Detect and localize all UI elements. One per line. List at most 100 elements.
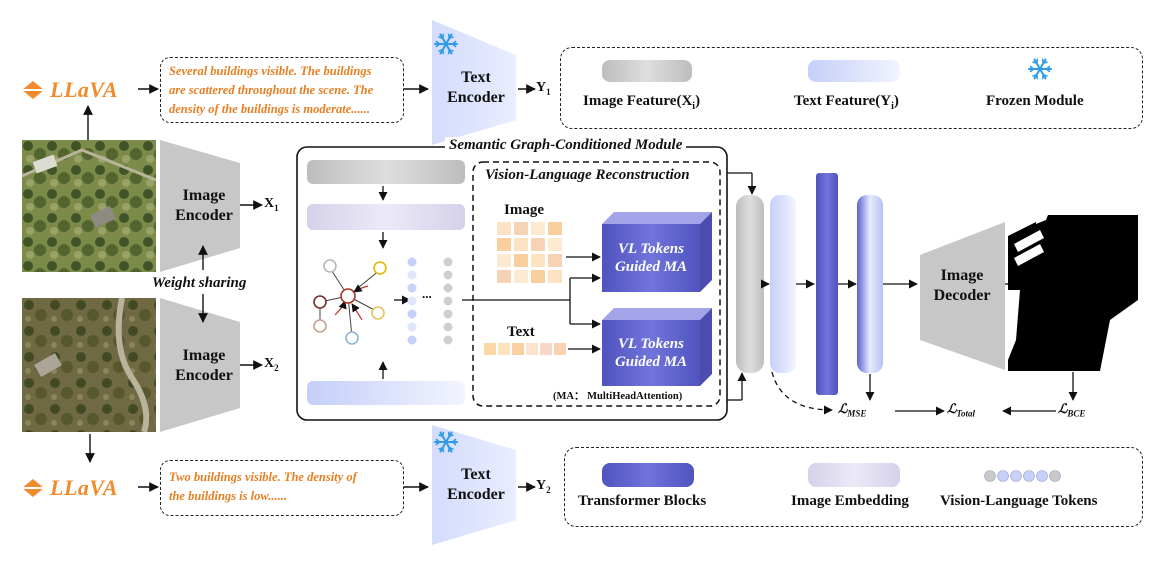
image-token-cell	[497, 238, 511, 251]
token-dot	[443, 309, 453, 319]
vl-block-bottom-label: VL Tokens Guided MA	[602, 335, 700, 371]
label-line: VL Tokens	[618, 336, 684, 352]
pipeline-transformer	[816, 173, 838, 395]
text-token-cell	[554, 343, 566, 355]
image-token-cell	[531, 254, 545, 267]
token-dot	[443, 322, 453, 332]
token-dot	[443, 270, 453, 280]
image-decoder-label: Image Decoder	[922, 266, 1002, 306]
vlr-box	[472, 161, 721, 407]
caption-line: are scattered throughout the scene. The	[169, 83, 374, 97]
vlr-title: Vision-Language Reconstruction	[481, 167, 694, 184]
text-token-cell	[484, 343, 496, 355]
label-line: Encoder	[175, 367, 233, 384]
image-token-cell	[548, 270, 562, 283]
vl-tokens-guided-ma-bottom	[602, 308, 712, 386]
image-token-cell	[531, 222, 545, 235]
image-token-cell	[514, 270, 528, 283]
label-line: Image	[182, 187, 226, 204]
snowflake-icon	[1028, 58, 1052, 80]
legend-token-swatch	[984, 470, 1061, 482]
vision-language-tokens	[407, 257, 453, 345]
token-dot	[407, 296, 417, 306]
token-dot	[407, 283, 417, 293]
token-dot	[407, 309, 417, 319]
pipeline-feature-blue	[770, 195, 796, 373]
token-dot	[984, 470, 996, 482]
legend-transformer-label: Transformer Blocks	[578, 493, 707, 509]
label-line: VL Tokens	[618, 241, 684, 257]
pipeline-feature-gray	[736, 195, 764, 373]
vlr-image-label: Image	[504, 202, 544, 218]
image-token-cell	[531, 270, 545, 283]
token-dot	[1023, 470, 1035, 482]
sgcm-image-embedding	[307, 204, 465, 230]
image-encoder-top-label: Image Encoder	[168, 186, 240, 226]
ma-note: (MA： MultiHeadAttention)	[553, 391, 683, 402]
pipeline-output-feature	[857, 195, 883, 373]
llava-bottom: LLaVA	[22, 475, 118, 501]
output-x1: X1	[264, 196, 279, 213]
image-token-cell	[497, 222, 511, 235]
token-dot	[1049, 470, 1061, 482]
legend-bottom	[564, 447, 1143, 527]
llava-logo-icon	[22, 81, 44, 99]
semantic-graph	[313, 259, 387, 345]
sgcm-title: Semantic Graph-Conditioned Module	[445, 137, 687, 154]
text-token-cell	[498, 343, 510, 355]
token-dot	[1010, 470, 1022, 482]
text-token-row	[484, 343, 566, 355]
label-line: Guided MA	[614, 259, 688, 275]
caption-top: Several buildings visible. The buildings…	[160, 57, 404, 123]
legend-frozen-label: Frozen Module	[986, 93, 1084, 109]
token-dot	[997, 470, 1009, 482]
token-dot	[407, 335, 417, 345]
label-line: Text	[461, 69, 491, 86]
label-line: Encoder	[447, 486, 505, 503]
output-y2: Y2	[536, 478, 551, 495]
token-dot	[407, 270, 417, 280]
image-token-cell	[548, 238, 562, 251]
image-encoder-bottom	[160, 298, 240, 432]
sgcm-feature-blue	[307, 381, 465, 405]
image-token-cell	[548, 222, 562, 235]
weight-sharing-label: Weight sharing	[152, 275, 247, 292]
legend-text-feature-swatch	[808, 60, 900, 82]
loss-total: ℒTotal	[947, 401, 976, 419]
text-encoder-bottom	[432, 425, 516, 545]
label-line: Encoder	[175, 207, 233, 224]
image-token-cell	[514, 254, 528, 267]
text-encoder-bottom-label: Text Encoder	[434, 465, 518, 505]
token-dot	[407, 322, 417, 332]
vlr-text-label: Text	[507, 324, 535, 340]
legend-image-feature-label: Image Feature(Xi)	[583, 93, 701, 112]
label-line: Guided MA	[614, 354, 688, 370]
image-token-cell	[497, 270, 511, 283]
image-encoder-top	[160, 140, 240, 272]
image-token-grid	[497, 222, 562, 283]
token-dot	[443, 283, 453, 293]
image-token-cell	[548, 254, 562, 267]
satellite-image-bottom	[22, 298, 156, 432]
snowflake-icon	[434, 431, 458, 453]
satellite-image-top	[22, 140, 156, 272]
loss-bce: ℒBCE	[1058, 401, 1086, 419]
caption-line: density of the buildings is moderate....…	[169, 102, 371, 116]
snowflake-icon	[434, 33, 458, 55]
legend-image-feature-swatch	[602, 60, 692, 82]
legend-top	[560, 47, 1143, 129]
token-dot	[443, 296, 453, 306]
text-encoder-top-label: Text Encoder	[434, 68, 518, 108]
token-dot	[407, 257, 417, 267]
loss-mse: ℒMSE	[838, 401, 867, 419]
legend-image-embedding-swatch	[808, 463, 900, 487]
text-token-cell	[512, 343, 524, 355]
legend-image-embedding-label: Image Embedding	[791, 493, 909, 509]
llava-label: LLaVA	[50, 77, 119, 102]
output-x2: X2	[264, 356, 279, 373]
label-line: Image	[940, 267, 984, 284]
vl-tokens-guided-ma-top	[602, 212, 712, 292]
vl-block-top-label: VL Tokens Guided MA	[602, 240, 700, 276]
output-y1: Y1	[536, 80, 551, 97]
token-dot	[443, 335, 453, 345]
